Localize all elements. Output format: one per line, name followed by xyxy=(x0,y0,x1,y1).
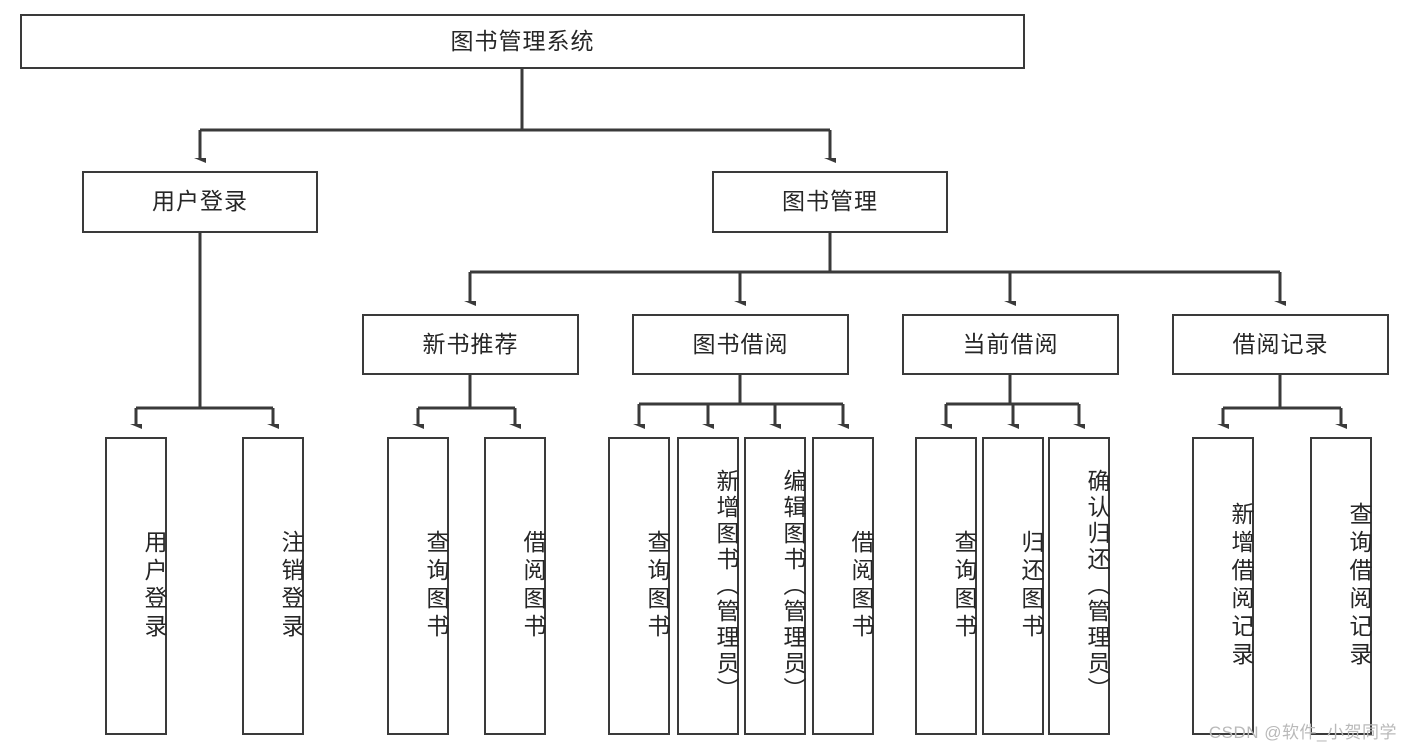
node-leaf-return-book[interactable]: 归还图书 xyxy=(982,437,1044,735)
node-label: 图书管理系统 xyxy=(450,27,595,54)
node-leaf-query-borrow-record[interactable]: 查询借阅记录 xyxy=(1310,437,1372,735)
node-label: 用户登录 xyxy=(152,188,248,215)
node-label: 借阅记录 xyxy=(1232,330,1329,357)
node-label: 查询借阅记录 xyxy=(1346,502,1372,670)
node-book-management[interactable]: 图书管理 xyxy=(712,171,948,233)
node-borrow-records[interactable]: 借阅记录 xyxy=(1172,314,1389,375)
node-leaf-confirm-return-admin[interactable]: 确认归还（管理员） xyxy=(1048,437,1110,735)
node-current-borrow[interactable]: 当前借阅 xyxy=(902,314,1119,375)
node-leaf-add-borrow-record[interactable]: 新增借阅记录 xyxy=(1192,437,1254,735)
watermark-text: CSDN @软件_小贺同学 xyxy=(1208,723,1397,742)
node-label: 归还图书 xyxy=(1018,530,1044,642)
node-label: 当前借阅 xyxy=(962,330,1059,357)
node-label: 图书管理 xyxy=(782,188,878,215)
node-label: 查询图书 xyxy=(951,530,977,642)
node-label: 借阅图书 xyxy=(848,530,874,642)
node-user-login[interactable]: 用户登录 xyxy=(82,171,318,233)
node-leaf-query-books-recommend[interactable]: 查询图书 xyxy=(387,437,449,735)
node-new-book-recommend[interactable]: 新书推荐 xyxy=(362,314,579,375)
node-label: 借阅图书 xyxy=(520,530,546,642)
node-label: 注销登录 xyxy=(278,530,304,642)
node-label: 编辑图书（管理员） xyxy=(780,469,806,703)
node-leaf-query-books-borrow[interactable]: 查询图书 xyxy=(608,437,670,735)
node-root-system[interactable]: 图书管理系统 xyxy=(20,14,1025,69)
node-label: 图书借阅 xyxy=(692,330,789,357)
node-leaf-add-book-admin[interactable]: 新增图书（管理员） xyxy=(677,437,739,735)
node-leaf-logout[interactable]: 注销登录 xyxy=(242,437,304,735)
node-label: 用户登录 xyxy=(141,530,167,642)
node-label: 确认归还（管理员） xyxy=(1084,469,1110,703)
node-leaf-borrow-book[interactable]: 借阅图书 xyxy=(812,437,874,735)
node-leaf-query-books-current[interactable]: 查询图书 xyxy=(915,437,977,735)
node-label: 查询图书 xyxy=(423,530,449,642)
node-leaf-borrow-books-recommend[interactable]: 借阅图书 xyxy=(484,437,546,735)
node-leaf-edit-book-admin[interactable]: 编辑图书（管理员） xyxy=(744,437,806,735)
node-label: 新书推荐 xyxy=(422,330,519,357)
node-leaf-user-login[interactable]: 用户登录 xyxy=(105,437,167,735)
node-book-borrow[interactable]: 图书借阅 xyxy=(632,314,849,375)
node-label: 查询图书 xyxy=(644,530,670,642)
node-label: 新增借阅记录 xyxy=(1228,502,1254,670)
node-label: 新增图书（管理员） xyxy=(713,469,739,703)
